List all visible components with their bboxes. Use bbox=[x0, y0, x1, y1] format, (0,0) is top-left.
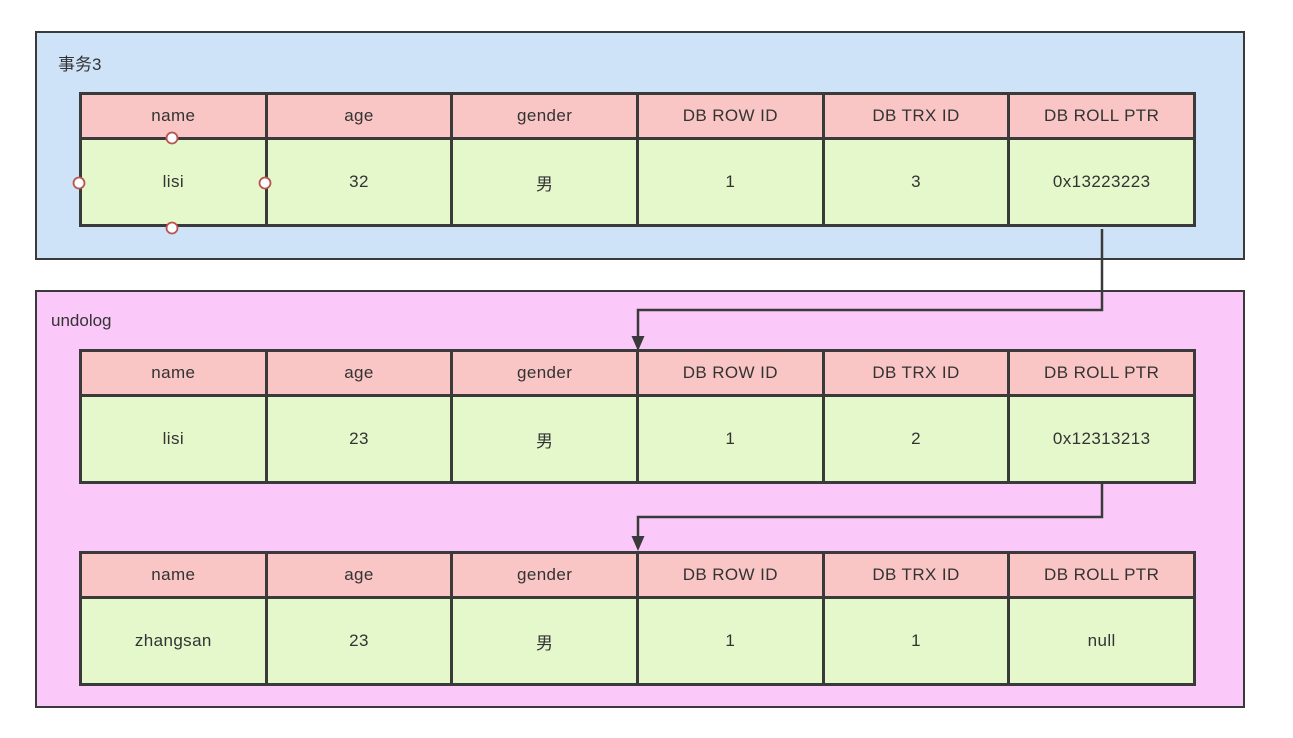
cell-db-row-id[interactable]: 1 bbox=[639, 397, 822, 481]
column-header-db-roll-ptr[interactable]: DB ROLL PTR bbox=[1010, 95, 1193, 137]
column-header-db-trx-id[interactable]: DB TRX ID bbox=[824, 95, 1008, 137]
column-header-age[interactable]: age bbox=[267, 352, 451, 394]
table-undolog-version-1[interactable]: name age gender DB ROW ID DB TRX ID DB R… bbox=[79, 551, 1196, 686]
column-header-name[interactable]: name bbox=[82, 352, 265, 394]
cell-db-trx-id[interactable]: 2 bbox=[824, 397, 1008, 481]
column-header-age[interactable]: age bbox=[267, 95, 451, 137]
column-header-gender[interactable]: gender bbox=[453, 554, 636, 596]
cell-db-trx-id[interactable]: 1 bbox=[824, 599, 1008, 683]
column-header-db-roll-ptr[interactable]: DB ROLL PTR bbox=[1010, 352, 1193, 394]
column-header-name[interactable]: name bbox=[82, 554, 265, 596]
column-header-db-row-id[interactable]: DB ROW ID bbox=[639, 352, 822, 394]
cell-gender[interactable]: 男 bbox=[453, 599, 636, 683]
column-header-db-row-id[interactable]: DB ROW ID bbox=[639, 95, 822, 137]
cell-db-roll-ptr[interactable]: null bbox=[1010, 599, 1193, 683]
column-header-db-roll-ptr[interactable]: DB ROLL PTR bbox=[1010, 554, 1193, 596]
transaction-box-label: 事务3 bbox=[58, 55, 102, 74]
cell-db-roll-ptr[interactable]: 0x12313213 bbox=[1010, 397, 1193, 481]
cell-db-row-id[interactable]: 1 bbox=[639, 599, 822, 683]
cell-age[interactable]: 23 bbox=[267, 397, 451, 481]
column-header-gender[interactable]: gender bbox=[453, 352, 636, 394]
table-transaction-current-record[interactable]: name age gender DB ROW ID DB TRX ID DB R… bbox=[79, 92, 1196, 227]
column-header-db-trx-id[interactable]: DB TRX ID bbox=[824, 554, 1008, 596]
cell-gender[interactable]: 男 bbox=[453, 397, 636, 481]
cell-db-row-id[interactable]: 1 bbox=[639, 140, 822, 224]
cell-age[interactable]: 23 bbox=[267, 599, 451, 683]
column-header-name[interactable]: name bbox=[82, 95, 265, 137]
cell-db-trx-id[interactable]: 3 bbox=[824, 140, 1008, 224]
cell-db-roll-ptr[interactable]: 0x13223223 bbox=[1010, 140, 1193, 224]
cell-gender[interactable]: 男 bbox=[453, 140, 636, 224]
column-header-db-row-id[interactable]: DB ROW ID bbox=[639, 554, 822, 596]
cell-name[interactable]: lisi bbox=[82, 397, 265, 481]
cell-age[interactable]: 32 bbox=[267, 140, 451, 224]
table-undolog-version-2[interactable]: name age gender DB ROW ID DB TRX ID DB R… bbox=[79, 349, 1196, 484]
cell-name[interactable]: lisi bbox=[82, 140, 265, 224]
column-header-db-trx-id[interactable]: DB TRX ID bbox=[824, 352, 1008, 394]
column-header-gender[interactable]: gender bbox=[453, 95, 636, 137]
undolog-box-label: undolog bbox=[51, 311, 112, 330]
column-header-age[interactable]: age bbox=[267, 554, 451, 596]
cell-name[interactable]: zhangsan bbox=[82, 599, 265, 683]
